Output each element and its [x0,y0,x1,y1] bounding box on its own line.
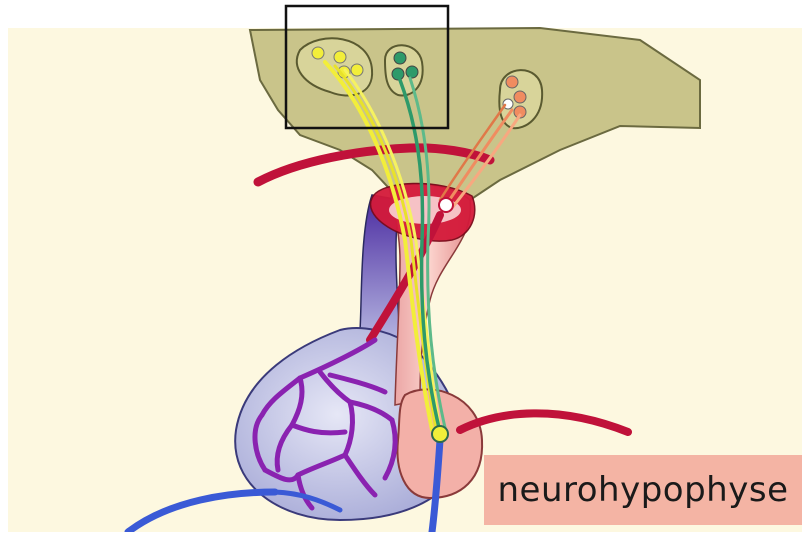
axon-terminal-median [439,198,453,212]
orange-neuron [506,76,518,88]
axon-terminal-posterior [432,426,448,442]
orange-neuron [514,91,526,103]
yellow-neuron [351,64,363,76]
neurohypophyse-label: neurohypophyse [498,470,789,510]
yellow-neuron [334,51,346,63]
green-neuron [392,68,404,80]
green-neuron [394,52,406,64]
label-box: neurohypophyse [484,455,802,525]
yellow-neuron [312,47,324,59]
green-neuron [406,66,418,78]
